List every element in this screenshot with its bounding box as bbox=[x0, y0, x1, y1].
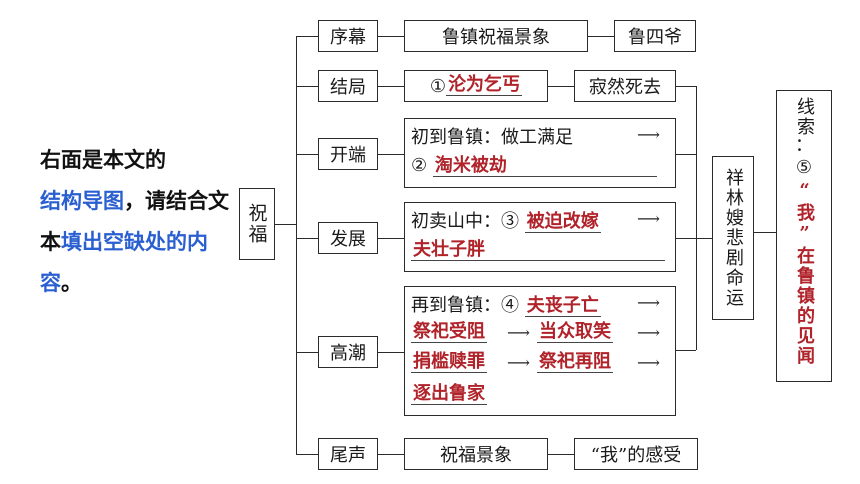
instruction-part-3: 。 bbox=[61, 271, 82, 295]
weisheng-scene: 祝福景象 bbox=[404, 438, 548, 470]
kaiduan-arrow: ⟶ bbox=[637, 125, 660, 144]
xumu-scene: 鲁镇祝福景象 bbox=[404, 20, 588, 52]
jieju-num: ① bbox=[429, 75, 447, 97]
branch-kaiduan bbox=[296, 154, 318, 155]
node-kaiduan: 开端 bbox=[318, 138, 378, 170]
gaochao-prefix: 再到鲁镇： bbox=[411, 295, 501, 316]
collector-kaiduan bbox=[676, 154, 696, 155]
fazhan-answer1: 被迫改嫁 bbox=[524, 211, 601, 233]
collector-vertical bbox=[696, 86, 697, 350]
branch-jieju bbox=[296, 86, 318, 87]
gaochao-line3b: 祭祀再阻 bbox=[537, 351, 613, 373]
instruction-part-1: 右面是本文的 bbox=[40, 148, 166, 172]
weisheng-link-2 bbox=[548, 454, 574, 455]
fazhan-link bbox=[378, 238, 404, 239]
weisheng-feeling: “我”的感受 bbox=[574, 438, 698, 470]
kaiduan-link bbox=[378, 154, 404, 155]
trunk-line bbox=[296, 36, 297, 454]
instruction-highlight-fill: 填出空缺处的内容 bbox=[40, 230, 208, 295]
fazhan-line1: 初卖山中：③ 被迫改嫁 bbox=[411, 207, 601, 233]
gaochao-answer-2: 祭祀受阻 bbox=[411, 321, 487, 343]
node-gaochao: 高潮 bbox=[318, 336, 378, 368]
fazhan-num: ③ bbox=[501, 211, 519, 232]
kaiduan-line1: 初到鲁镇：做工满足 bbox=[411, 127, 573, 148]
fazhan-line2: 夫壮子胖 bbox=[411, 239, 665, 261]
root-node: 祝福 bbox=[239, 188, 275, 260]
xumu-link-2 bbox=[588, 36, 614, 37]
jieju-result: 寂然死去 bbox=[574, 70, 676, 102]
branch-xumu bbox=[296, 36, 318, 37]
node-xumu: 序幕 bbox=[318, 20, 378, 52]
kaiduan-box: 初到鲁镇：做工满足 ⟶ ② 淘米被劫 bbox=[404, 118, 676, 188]
collector-fazhan bbox=[676, 238, 696, 239]
gaochao-answer-3: 当众取笑 bbox=[537, 321, 613, 343]
branch-fazhan bbox=[296, 238, 318, 239]
fazhan-arrow: ⟶ bbox=[637, 209, 660, 228]
tragedy-box: 祥林嫂悲剧命运 bbox=[712, 156, 754, 320]
clue-colon: ： bbox=[795, 135, 813, 156]
gaochao-answer-6: 逐出鲁家 bbox=[411, 383, 487, 405]
collector-to-tragedy bbox=[696, 238, 712, 239]
gaochao-box: 再到鲁镇：④ 夫丧子亡 ⟶ 祭祀受阻 ⟶ 当众取笑 ⟶ 捐槛赎罪 ⟶ 祭祀再阻 … bbox=[404, 286, 676, 416]
instruction-text: 右面是本文的结构导图，请结合文本填出空缺处的内容。 bbox=[40, 140, 230, 304]
collector-gaochao bbox=[676, 350, 696, 351]
gaochao-answer-5: 祭祀再阻 bbox=[537, 351, 613, 373]
jieju-link-2 bbox=[548, 86, 574, 87]
gaochao-line1: 再到鲁镇：④ 夫丧子亡 bbox=[411, 291, 601, 317]
branch-gaochao bbox=[296, 352, 318, 353]
gaochao-line2b: 当众取笑 bbox=[537, 321, 613, 343]
gaochao-line3: 捐槛赎罪 bbox=[411, 351, 487, 373]
fazhan-box: 初卖山中：③ 被迫改嫁 ⟶ 夫壮子胖 bbox=[404, 202, 676, 272]
gaochao-num: ④ bbox=[501, 295, 519, 316]
gaochao-line4: 逐出鲁家 bbox=[411, 383, 487, 405]
jieju-answer-box: ① 沦为乞丐 bbox=[404, 70, 548, 102]
gaochao-arrow-5: ⟶ bbox=[637, 353, 660, 372]
gaochao-arrow-3: ⟶ bbox=[637, 323, 660, 342]
gaochao-link bbox=[378, 352, 404, 353]
weisheng-link-1 bbox=[378, 454, 404, 455]
clue-num: ⑤ bbox=[795, 157, 813, 178]
gaochao-line2: 祭祀受阻 bbox=[411, 321, 487, 343]
xumu-link-1 bbox=[378, 36, 404, 37]
kaiduan-answer: 淘米被劫 bbox=[432, 156, 657, 177]
clue-label: 线索 bbox=[794, 97, 815, 137]
branch-weisheng bbox=[296, 454, 318, 455]
gaochao-answer-1: 夫丧子亡 bbox=[524, 295, 601, 317]
gaochao-answer-4: 捐槛赎罪 bbox=[411, 351, 487, 373]
node-fazhan: 发展 bbox=[318, 222, 378, 254]
gaochao-arrow-1: ⟶ bbox=[637, 293, 660, 312]
root-connector bbox=[274, 224, 296, 225]
clue-answer: “我”在鲁镇的见闻 bbox=[794, 180, 815, 366]
jieju-answer: 沦为乞丐 bbox=[446, 74, 523, 96]
node-weisheng: 尾声 bbox=[318, 438, 378, 470]
gaochao-arrow-2: ⟶ bbox=[507, 323, 530, 342]
fazhan-answer2: 夫壮子胖 bbox=[411, 240, 665, 261]
instruction-highlight-structure: 结构导图 bbox=[40, 189, 124, 213]
collector-jieju bbox=[676, 86, 696, 87]
clue-box: 线索 ： ⑤ “我”在鲁镇的见闻 bbox=[776, 90, 832, 382]
node-jieju: 结局 bbox=[318, 70, 378, 102]
jieju-link-1 bbox=[378, 86, 404, 87]
fazhan-prefix: 初卖山中： bbox=[411, 211, 501, 232]
gaochao-arrow-4: ⟶ bbox=[507, 353, 530, 372]
kaiduan-num: ② bbox=[411, 155, 428, 176]
kaiduan-line2: ② 淘米被劫 bbox=[411, 155, 657, 177]
instruction-part-2: ，请结合文本 bbox=[40, 189, 229, 254]
tragedy-to-clue bbox=[754, 232, 776, 233]
xumu-person: 鲁四爷 bbox=[614, 20, 696, 52]
